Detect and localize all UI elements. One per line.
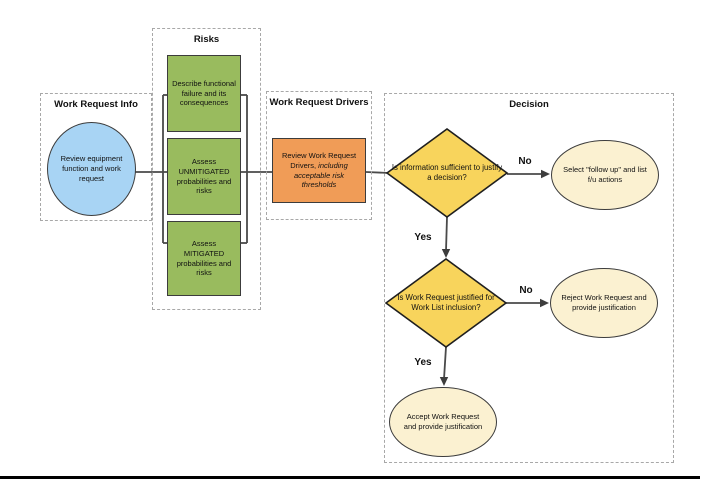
group-title-risks: Risks [193,34,220,45]
edge-label-justified-no: No [519,285,533,296]
edge-label-info-no: No [518,156,532,167]
node-reject-request-label: Reject Work Request and provide justific… [561,293,647,312]
edge-label-justified-yes: Yes [414,357,432,368]
node-assess-mitigated: Assess MITIGATED probabilities and risks [167,221,241,296]
edge-label-info-yes: Yes [414,232,432,243]
group-title-work-request-drivers: Work Request Drivers [269,97,369,108]
node-review-drivers-label: Review Work Request Drivers, including a… [278,151,360,190]
diamond-work-justified-label: Is Work Request justified for Work List … [397,292,495,312]
node-accept-request: Accept Work Request and provide justific… [389,387,497,457]
node-describe-failure: Describe functional failure and its cons… [167,55,241,132]
group-work-request-info: Work Request Info [40,93,152,221]
node-accept-request-label: Accept Work Request and provide justific… [403,412,483,431]
node-describe-failure-label: Describe functional failure and its cons… [172,78,236,108]
node-review-equipment-label: Review equipment function and work reque… [60,154,123,183]
diamond-info-sufficient-label: Is information sufficient to justify a d… [391,162,503,182]
bottom-border-rule [0,476,700,479]
node-review-drivers: Review Work Request Drivers, including a… [272,138,366,203]
node-review-equipment: Review equipment function and work reque… [47,122,136,216]
node-assess-mitigated-label: Assess MITIGATED probabilities and risks [176,239,232,278]
node-select-follow-up: Select "follow up" and list f/u actions [551,140,659,210]
node-assess-unmitigated-label: Assess UNMITIGATED probabilities and ris… [176,157,232,196]
diamond-work-justified [384,258,508,348]
node-reject-request: Reject Work Request and provide justific… [550,268,658,338]
group-title-decision: Decision [509,99,549,110]
diamond-info-sufficient [385,128,509,218]
group-risks: Risks [152,28,261,310]
group-decision: Decision [384,93,674,463]
node-select-follow-up-label: Select "follow up" and list f/u actions [563,165,647,184]
node-review-drivers-label-normal: Review Work Request Drivers, [281,151,357,170]
group-title-work-request-info: Work Request Info [54,99,138,110]
node-review-drivers-label-italic: including acceptable risk thresholds [293,160,348,190]
node-assess-unmitigated: Assess UNMITIGATED probabilities and ris… [167,138,241,215]
group-work-request-drivers: Work Request Drivers [266,91,372,220]
